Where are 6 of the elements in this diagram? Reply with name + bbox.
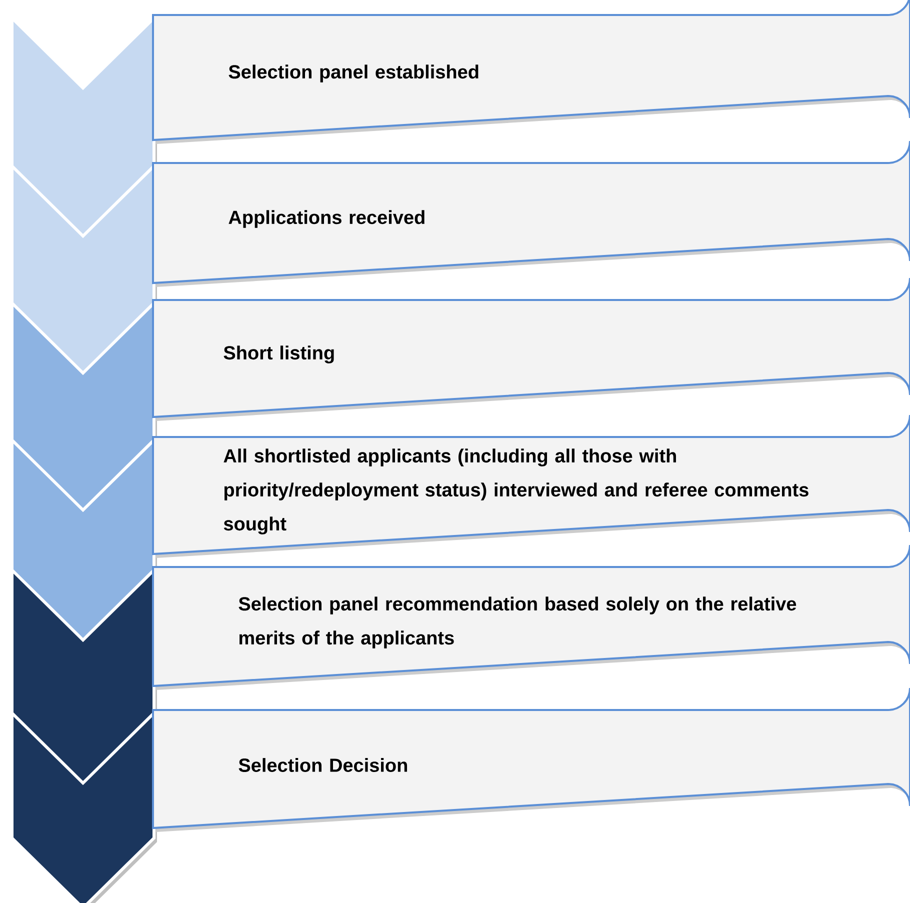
process-box: Selection panel recommendation based solely on the relative merits of the applicants <box>152 544 910 690</box>
process-box: Selection Decision <box>152 687 910 832</box>
process-box: All shortlisted applicants (including all those with priority/redeployment status) interviewed and referee comments sought <box>152 414 910 558</box>
process-box: Selection panel established <box>152 0 910 144</box>
process-box: Short listing <box>152 277 910 421</box>
process-box: Applications received <box>152 140 910 287</box>
